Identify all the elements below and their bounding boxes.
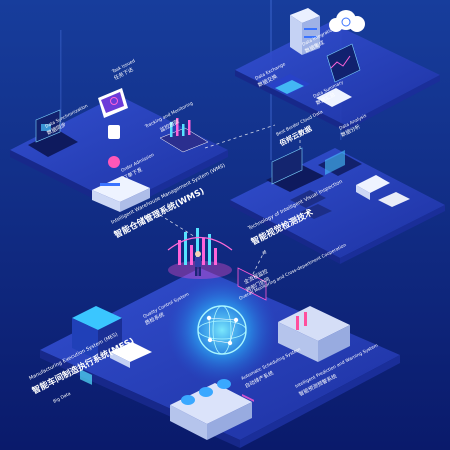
hologram-chart	[167, 228, 233, 279]
qc-machine	[72, 306, 122, 385]
monitoring-screen	[237, 267, 267, 402]
server-tower	[290, 8, 320, 55]
mes-devices	[72, 306, 350, 440]
person-figure	[195, 251, 201, 276]
cloud-icon	[329, 10, 365, 32]
vision-devices	[266, 147, 410, 219]
wms-devices	[28, 88, 209, 212]
fan-array	[170, 379, 252, 440]
cloud-devices	[268, 8, 365, 107]
tablet-device	[98, 88, 128, 118]
server-rack-room	[278, 306, 350, 362]
central-hub-sphere	[167, 275, 277, 385]
storage-box	[92, 176, 150, 212]
warehouse-device	[159, 118, 209, 153]
vision-ai: AI	[261, 249, 268, 256]
